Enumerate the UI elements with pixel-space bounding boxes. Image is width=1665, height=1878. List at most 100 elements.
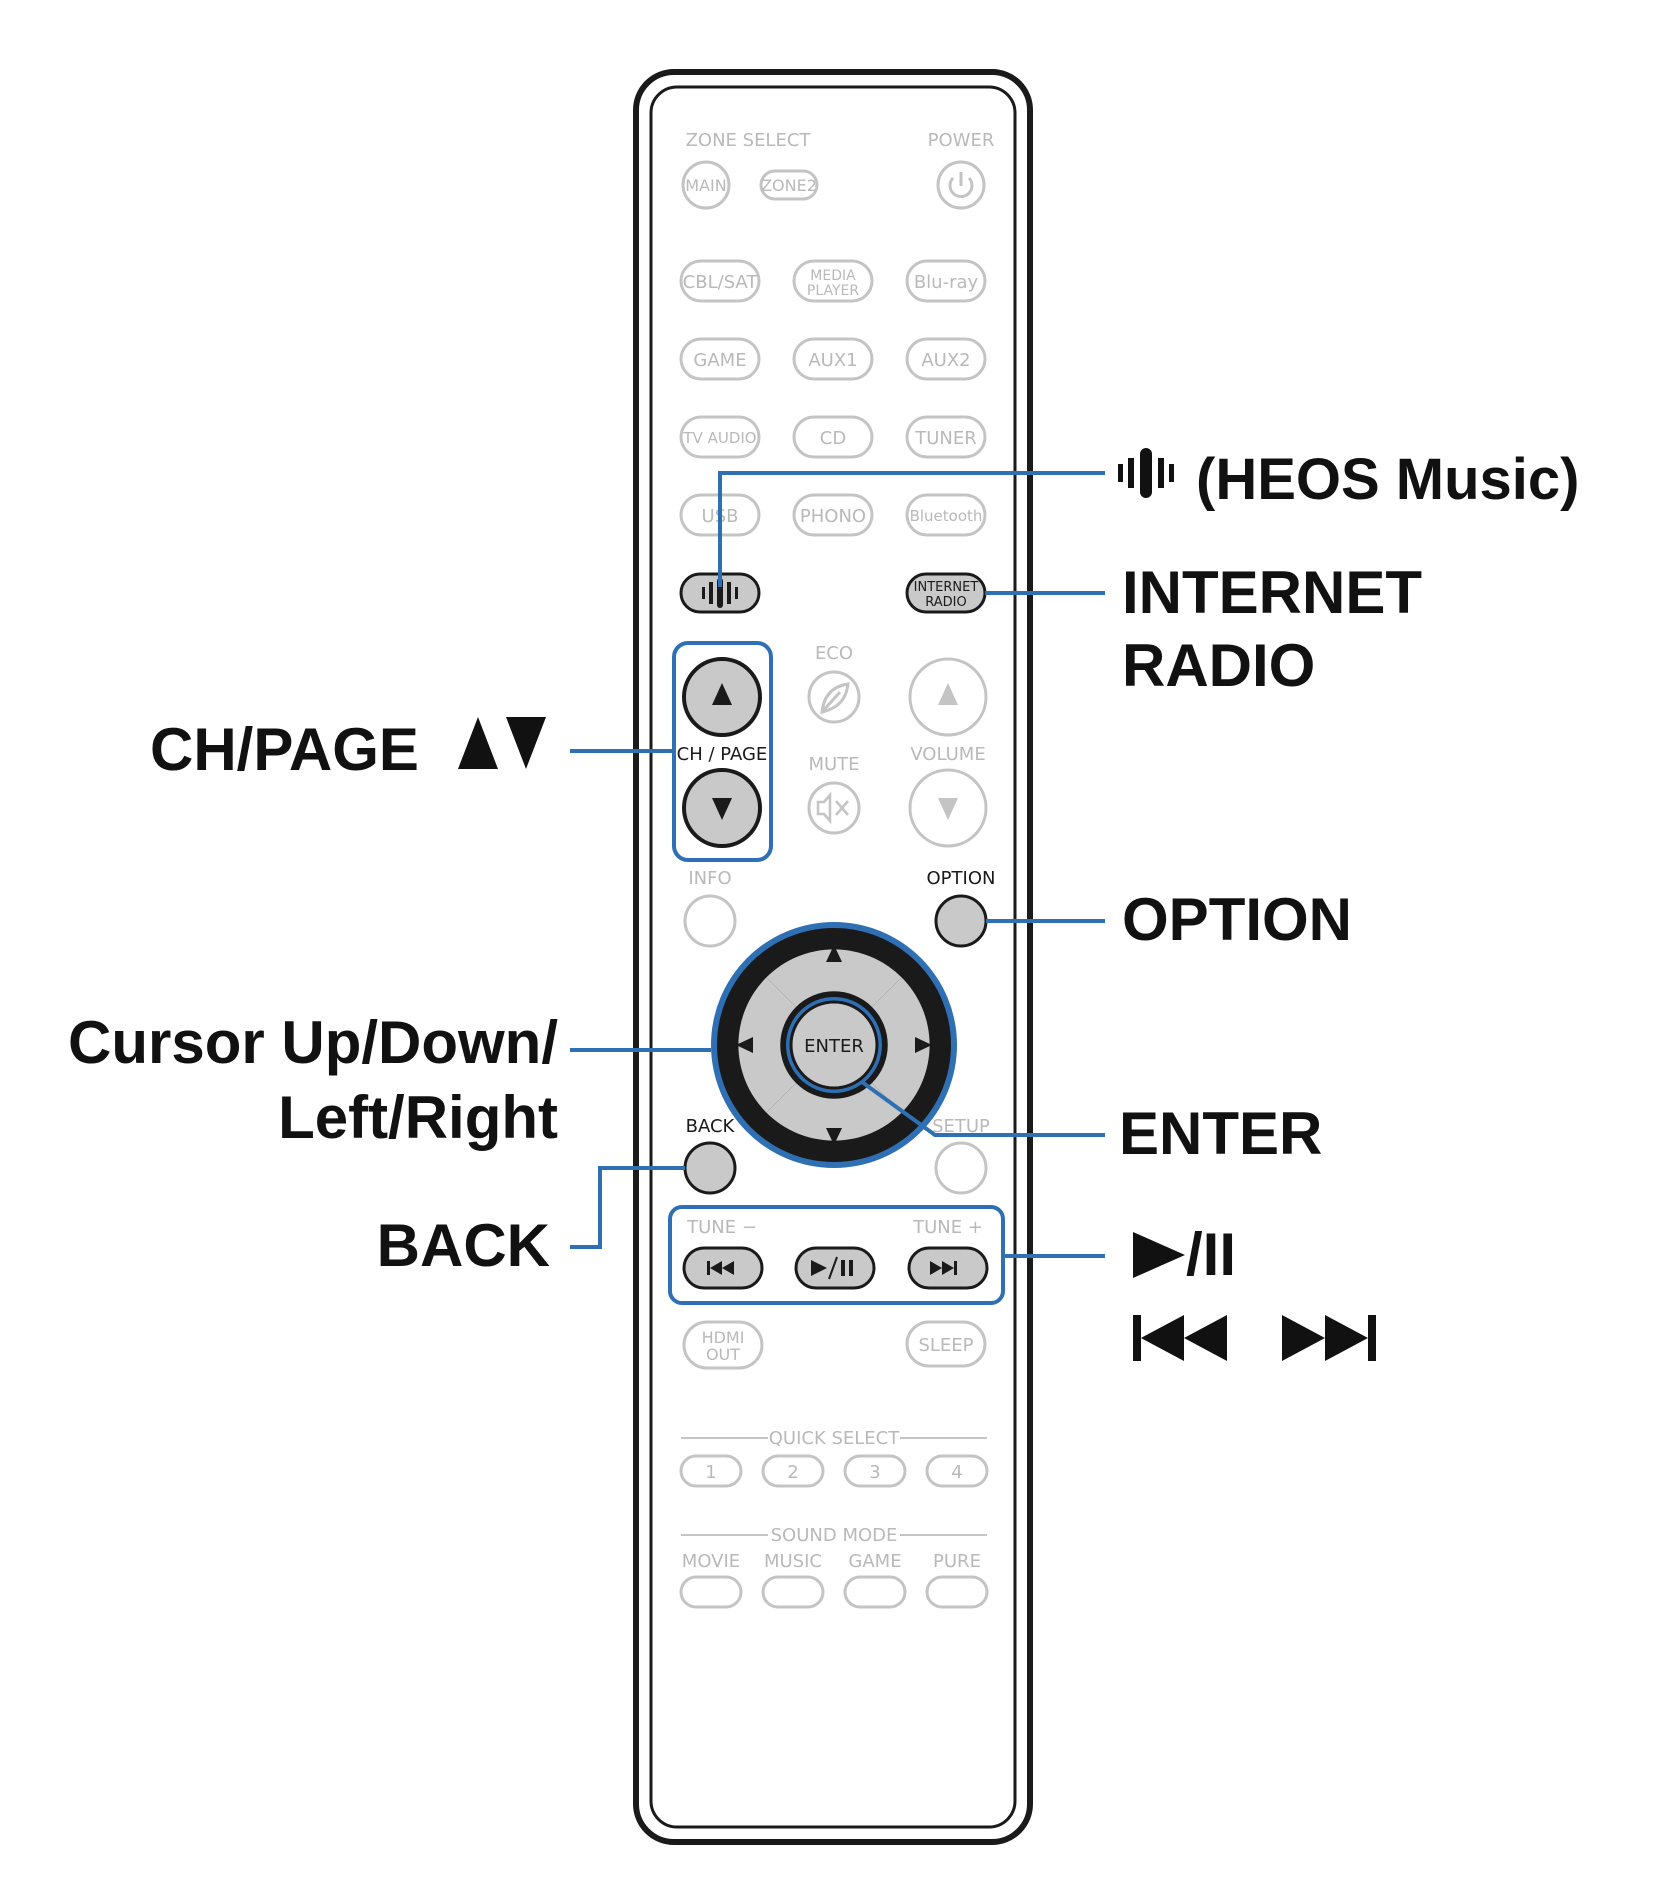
tune-plus-label: TUNE + bbox=[912, 1217, 983, 1238]
option-label: OPTION bbox=[927, 868, 996, 889]
volume-label: VOLUME bbox=[910, 744, 985, 765]
cursor-down-button[interactable] bbox=[766, 1083, 902, 1141]
volume-up-button[interactable] bbox=[908, 657, 988, 737]
quick-select-4-button[interactable]: 4 bbox=[925, 1454, 989, 1488]
skip-back-icon bbox=[707, 1261, 734, 1275]
svg-text:2: 2 bbox=[787, 1462, 798, 1483]
media-player-button[interactable]: MEDIA PLAYER bbox=[792, 259, 874, 303]
aux1-button[interactable]: AUX1 bbox=[792, 337, 874, 381]
music-button[interactable] bbox=[761, 1575, 825, 1609]
cursor-left-button[interactable] bbox=[738, 977, 796, 1113]
cbl-sat-button[interactable]: CBL/SAT bbox=[679, 259, 761, 303]
svg-text:Bluetooth: Bluetooth bbox=[910, 507, 983, 525]
phono-button[interactable]: PHONO bbox=[792, 493, 874, 537]
leader-enter bbox=[860, 1080, 1105, 1137]
movie-button[interactable] bbox=[679, 1575, 743, 1609]
svg-text:1: 1 bbox=[705, 1462, 716, 1483]
zone2-button[interactable]: ZONE2 bbox=[759, 169, 819, 201]
tune-minus-label: TUNE − bbox=[686, 1217, 757, 1238]
zone-select-label: ZONE SELECT bbox=[686, 130, 812, 151]
svg-text:CD: CD bbox=[820, 428, 846, 449]
volume-down-button[interactable] bbox=[908, 768, 988, 848]
ch-page-down-button[interactable] bbox=[682, 768, 762, 848]
cursor-callout-line2: Left/Right bbox=[278, 1084, 558, 1151]
cursor-up-button[interactable] bbox=[766, 949, 902, 1007]
power-button[interactable] bbox=[936, 160, 986, 210]
option-callout: OPTION bbox=[1122, 886, 1352, 953]
callout-triangle-up-icon bbox=[458, 717, 498, 769]
option-button[interactable] bbox=[934, 894, 988, 948]
info-button[interactable] bbox=[683, 894, 737, 948]
game-mode-button[interactable] bbox=[843, 1575, 907, 1609]
power-icon bbox=[948, 172, 974, 198]
mute-label: MUTE bbox=[808, 754, 859, 775]
svg-text:TUNER: TUNER bbox=[914, 428, 977, 449]
back-button[interactable] bbox=[683, 1141, 737, 1195]
svg-text:HDMI: HDMI bbox=[702, 1328, 745, 1347]
music-label: MUSIC bbox=[764, 1551, 822, 1572]
svg-text:OUT: OUT bbox=[706, 1345, 740, 1364]
ch-page-label: CH / PAGE bbox=[677, 744, 768, 765]
triangle-up-icon bbox=[826, 945, 842, 962]
leader-back bbox=[570, 1166, 685, 1249]
back-callout: BACK bbox=[377, 1212, 550, 1279]
tv-audio-button[interactable]: TV AUDIO bbox=[679, 415, 761, 459]
triangle-down-icon bbox=[826, 1128, 842, 1145]
play-pause-callout: /II bbox=[1186, 1221, 1236, 1288]
aux2-button[interactable]: AUX2 bbox=[905, 337, 987, 381]
mute-button[interactable] bbox=[807, 781, 861, 835]
svg-text:3: 3 bbox=[869, 1462, 880, 1483]
skip-back-button[interactable] bbox=[682, 1246, 764, 1290]
svg-text:GAME: GAME bbox=[693, 350, 746, 371]
heos-callout-icon bbox=[1118, 448, 1174, 498]
cursor-pad: ENTER bbox=[711, 922, 957, 1168]
play-pause-button[interactable] bbox=[794, 1246, 876, 1290]
eco-label: ECO bbox=[815, 643, 853, 664]
ch-page-up-button[interactable] bbox=[682, 657, 762, 737]
main-button[interactable]: MAIN bbox=[681, 160, 731, 210]
pure-label: PURE bbox=[933, 1551, 981, 1572]
svg-text:SLEEP: SLEEP bbox=[918, 1335, 973, 1356]
internet-radio-button[interactable]: INTERNET RADIO bbox=[905, 572, 987, 614]
skip-forward-callout-icon bbox=[1282, 1315, 1376, 1361]
leader-heos bbox=[718, 471, 1105, 587]
svg-text:AUX2: AUX2 bbox=[921, 350, 970, 371]
skip-forward-button[interactable] bbox=[907, 1246, 989, 1290]
ch-page-callout: CH/PAGE bbox=[150, 716, 419, 783]
eco-button[interactable] bbox=[807, 670, 861, 724]
setup-label: SETUP bbox=[932, 1116, 990, 1137]
pure-button[interactable] bbox=[925, 1575, 989, 1609]
game-button[interactable]: GAME bbox=[679, 337, 761, 381]
triangle-right-icon bbox=[915, 1037, 932, 1053]
play-callout-icon bbox=[1133, 1232, 1185, 1278]
hdmi-out-button[interactable]: HDMI OUT bbox=[682, 1320, 764, 1370]
leaf-icon bbox=[820, 682, 850, 714]
bluetooth-button[interactable]: Bluetooth bbox=[905, 493, 987, 537]
svg-text:TV AUDIO: TV AUDIO bbox=[682, 429, 756, 447]
heos-music-button[interactable] bbox=[679, 572, 761, 614]
quick-select-1-button[interactable]: 1 bbox=[679, 1454, 743, 1488]
skip-forward-icon bbox=[930, 1261, 957, 1275]
enter-callout: ENTER bbox=[1119, 1100, 1322, 1167]
svg-text:AUX1: AUX1 bbox=[808, 350, 857, 371]
heos-callout: (HEOS Music) bbox=[1196, 447, 1580, 512]
cd-button[interactable]: CD bbox=[792, 415, 874, 459]
svg-text:4: 4 bbox=[951, 1462, 962, 1483]
cursor-callout-line1: Cursor Up/Down/ bbox=[68, 1009, 558, 1076]
svg-text:ZONE2: ZONE2 bbox=[761, 176, 817, 195]
cursor-right-button[interactable] bbox=[872, 977, 930, 1113]
triangle-down-icon bbox=[938, 798, 958, 820]
sleep-button[interactable]: SLEEP bbox=[905, 1320, 987, 1368]
triangle-up-icon bbox=[938, 683, 958, 705]
blu-ray-button[interactable]: Blu-ray bbox=[905, 259, 987, 303]
quick-select-2-button[interactable]: 2 bbox=[761, 1454, 825, 1488]
enter-button[interactable]: ENTER bbox=[786, 997, 882, 1093]
quick-select-3-button[interactable]: 3 bbox=[843, 1454, 907, 1488]
game-mode-label: GAME bbox=[848, 1551, 901, 1572]
svg-text:ENTER: ENTER bbox=[804, 1036, 864, 1057]
back-label: BACK bbox=[686, 1116, 736, 1137]
tuner-button[interactable]: TUNER bbox=[905, 415, 987, 459]
info-label: INFO bbox=[688, 868, 731, 889]
setup-button[interactable] bbox=[934, 1141, 988, 1195]
